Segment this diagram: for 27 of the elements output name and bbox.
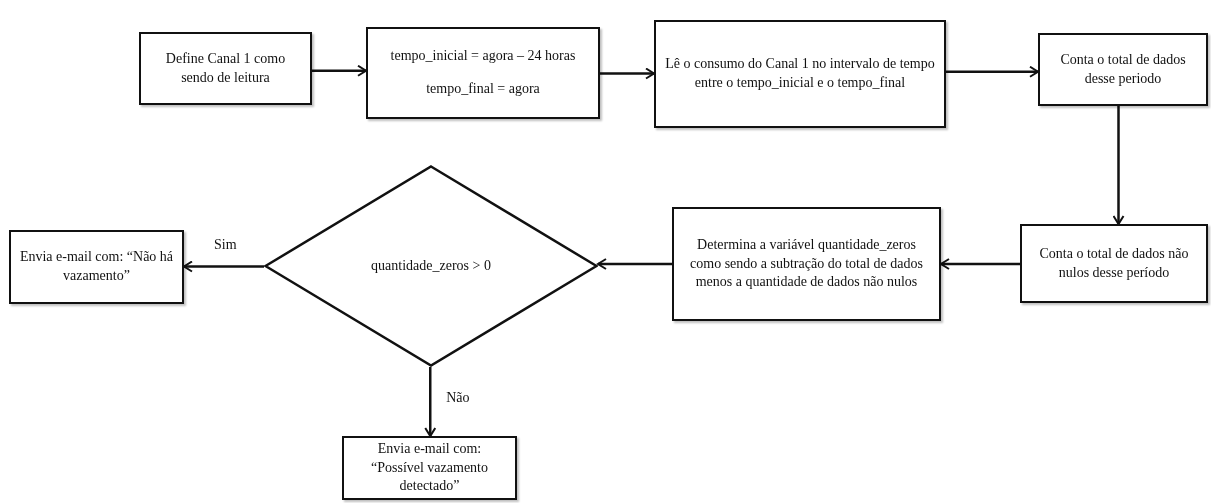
- process-box: [9, 230, 184, 304]
- node-text: tempo_inicial = agora – 24 horas: [390, 47, 576, 66]
- process-box: [366, 27, 600, 119]
- node-text: Conta o total de dados não nulos desse período: [1038, 244, 1190, 282]
- arrow: [597, 258, 672, 270]
- node-text: quantidade_zeros > 0: [371, 256, 491, 275]
- arrow: [1112, 106, 1125, 225]
- process-box: [139, 32, 312, 105]
- node-text: Envia e-mail com: “Possível vazamento detectado”: [370, 439, 489, 496]
- arrow: [312, 64, 367, 77]
- decision-diamond: [264, 165, 598, 367]
- process-box: [1038, 33, 1208, 106]
- node-text: Determina a variável quantidade_zeros como sendo a subtração do total de dados menos a quantidade de dados não nulos: [689, 235, 924, 292]
- arrow: [424, 367, 437, 437]
- process-box: [1020, 224, 1208, 303]
- arrow: [600, 67, 655, 80]
- process-box: [672, 207, 941, 321]
- process-box: [342, 436, 517, 500]
- node-text: tempo_final = agora: [426, 80, 540, 98]
- arrow: [940, 258, 1020, 270]
- process-box: [654, 20, 946, 128]
- arrow: [946, 65, 1039, 78]
- node-text: Conta o total de dados desse periodo: [1059, 50, 1187, 88]
- arrow: [183, 260, 264, 273]
- node-text: Define Canal 1 como sendo de leitura: [164, 49, 287, 87]
- node-text: Lê o consumo do Canal 1 no intervalo de tempo entre o tempo_inicial e o tempo_final: [664, 55, 936, 92]
- node-text: Envia e-mail com: “Não há vazamento”: [19, 248, 174, 285]
